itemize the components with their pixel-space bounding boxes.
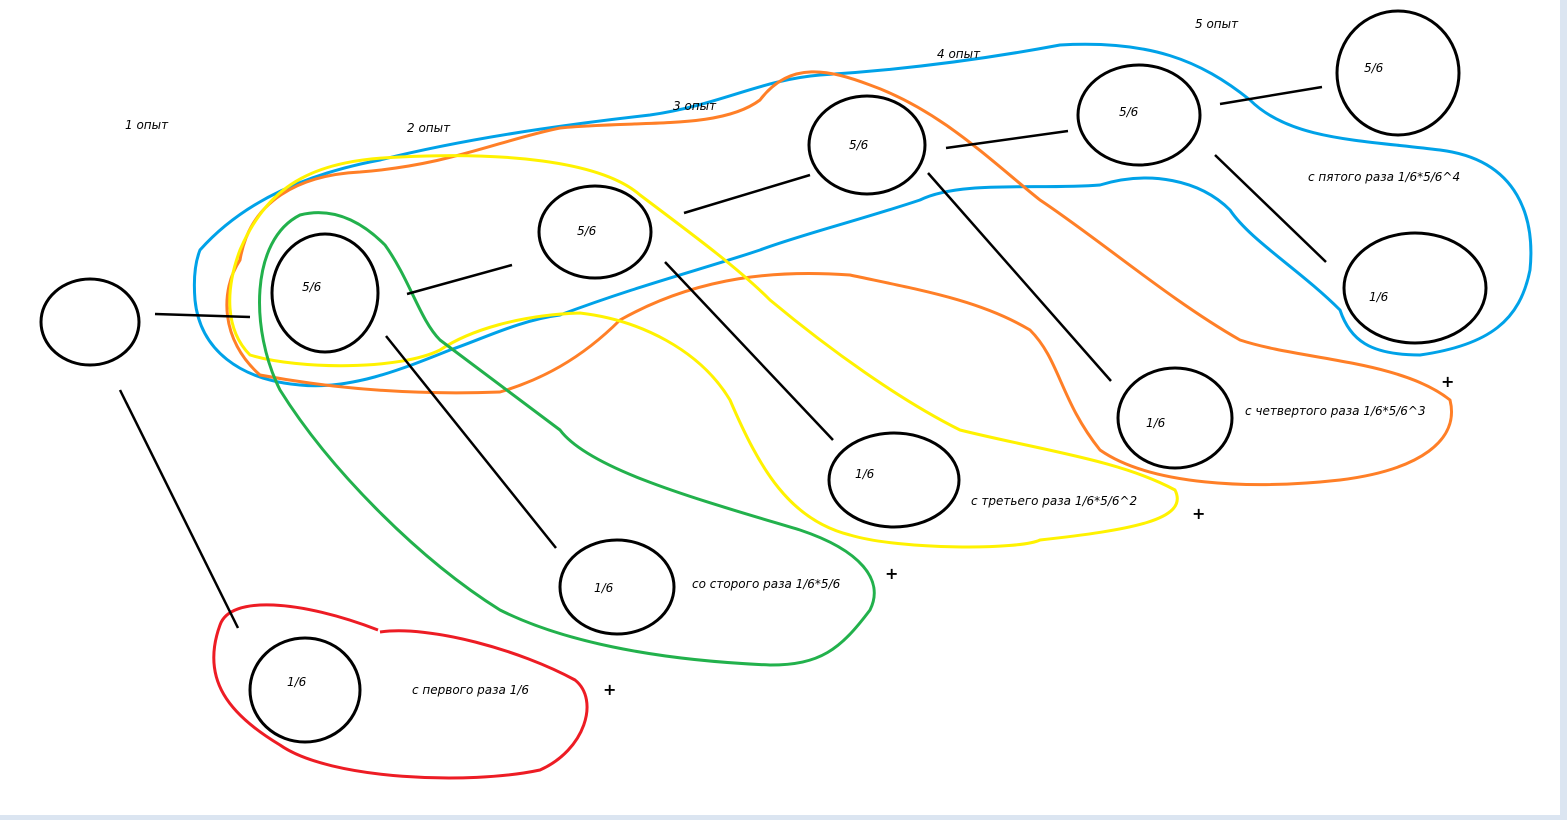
node-label: 1/6 xyxy=(594,581,614,595)
canvas-border-right xyxy=(1560,0,1567,820)
step-label-2: 2 опыт xyxy=(407,121,451,135)
plus-sign-2: + xyxy=(885,564,898,583)
node-label: 1/6 xyxy=(1369,290,1389,304)
result-text-1: с первого раза 1/6 xyxy=(412,683,529,697)
green-loop xyxy=(258,211,876,667)
node-label: 1/6 xyxy=(1146,416,1166,430)
edge-fail3-fail4 xyxy=(945,129,1069,150)
edge-fail3-success4 xyxy=(927,172,1112,382)
canvas-border-bottom xyxy=(0,815,1567,820)
result-text-4: с четвертого раза 1/6*5/6^3 xyxy=(1245,404,1426,418)
yellow-loop xyxy=(228,154,1179,549)
success-node-4: 1/6 xyxy=(1116,366,1234,470)
success-node-2: 1/6 xyxy=(558,538,676,636)
result-text-5: с пятого раза 1/6*5/6^4 xyxy=(1308,170,1460,184)
plus-sign-3: + xyxy=(1192,504,1205,523)
step-label-1: 1 опыт xyxy=(125,118,169,132)
edge-root-fail1 xyxy=(154,312,251,319)
node-label: 1/6 xyxy=(855,467,875,481)
fail-node-5: 5/6 xyxy=(1335,9,1461,137)
node-label: 5/6 xyxy=(302,280,322,294)
fail-node-3: 5/6 xyxy=(807,94,927,196)
fail-node-1: 5/6 xyxy=(270,232,380,354)
plus-sign-4: + xyxy=(1441,372,1454,391)
result-text-2: со сторого раза 1/6*5/6 xyxy=(692,577,841,591)
edge-fail4-success5 xyxy=(1214,154,1327,263)
edge-root-success1 xyxy=(118,389,240,629)
blue-loop xyxy=(192,42,1533,388)
result-text-3: с третьего раза 1/6*5/6^2 xyxy=(971,494,1137,508)
step-label-3: 3 опыт xyxy=(673,99,717,113)
step-label-4: 4 опыт xyxy=(937,47,981,61)
orange-loop xyxy=(225,70,1453,487)
plus-sign-1: + xyxy=(603,680,616,699)
node-label: 5/6 xyxy=(1119,105,1139,119)
edge-fail4-fail5 xyxy=(1219,85,1323,106)
edge-fail2-fail3 xyxy=(683,173,811,215)
success-node-3: 1/6 xyxy=(827,431,961,529)
step-label-5: 5 опыт xyxy=(1195,17,1239,31)
node-label: 5/6 xyxy=(577,224,597,238)
edge-fail2-success3 xyxy=(664,261,834,441)
success-node-5: 1/6 xyxy=(1342,231,1488,345)
fail-node-4: 5/6 xyxy=(1076,63,1202,167)
node-label: 5/6 xyxy=(1364,61,1384,75)
node-label: 5/6 xyxy=(849,138,869,152)
root-node xyxy=(39,277,141,367)
node-label: 1/6 xyxy=(287,675,307,689)
red-loop xyxy=(212,603,589,780)
fail-node-2: 5/6 xyxy=(537,184,653,280)
edge-fail1-fail2 xyxy=(406,263,513,296)
edge-fail1-success2 xyxy=(385,335,557,549)
success-node-1: 1/6 xyxy=(248,636,362,744)
